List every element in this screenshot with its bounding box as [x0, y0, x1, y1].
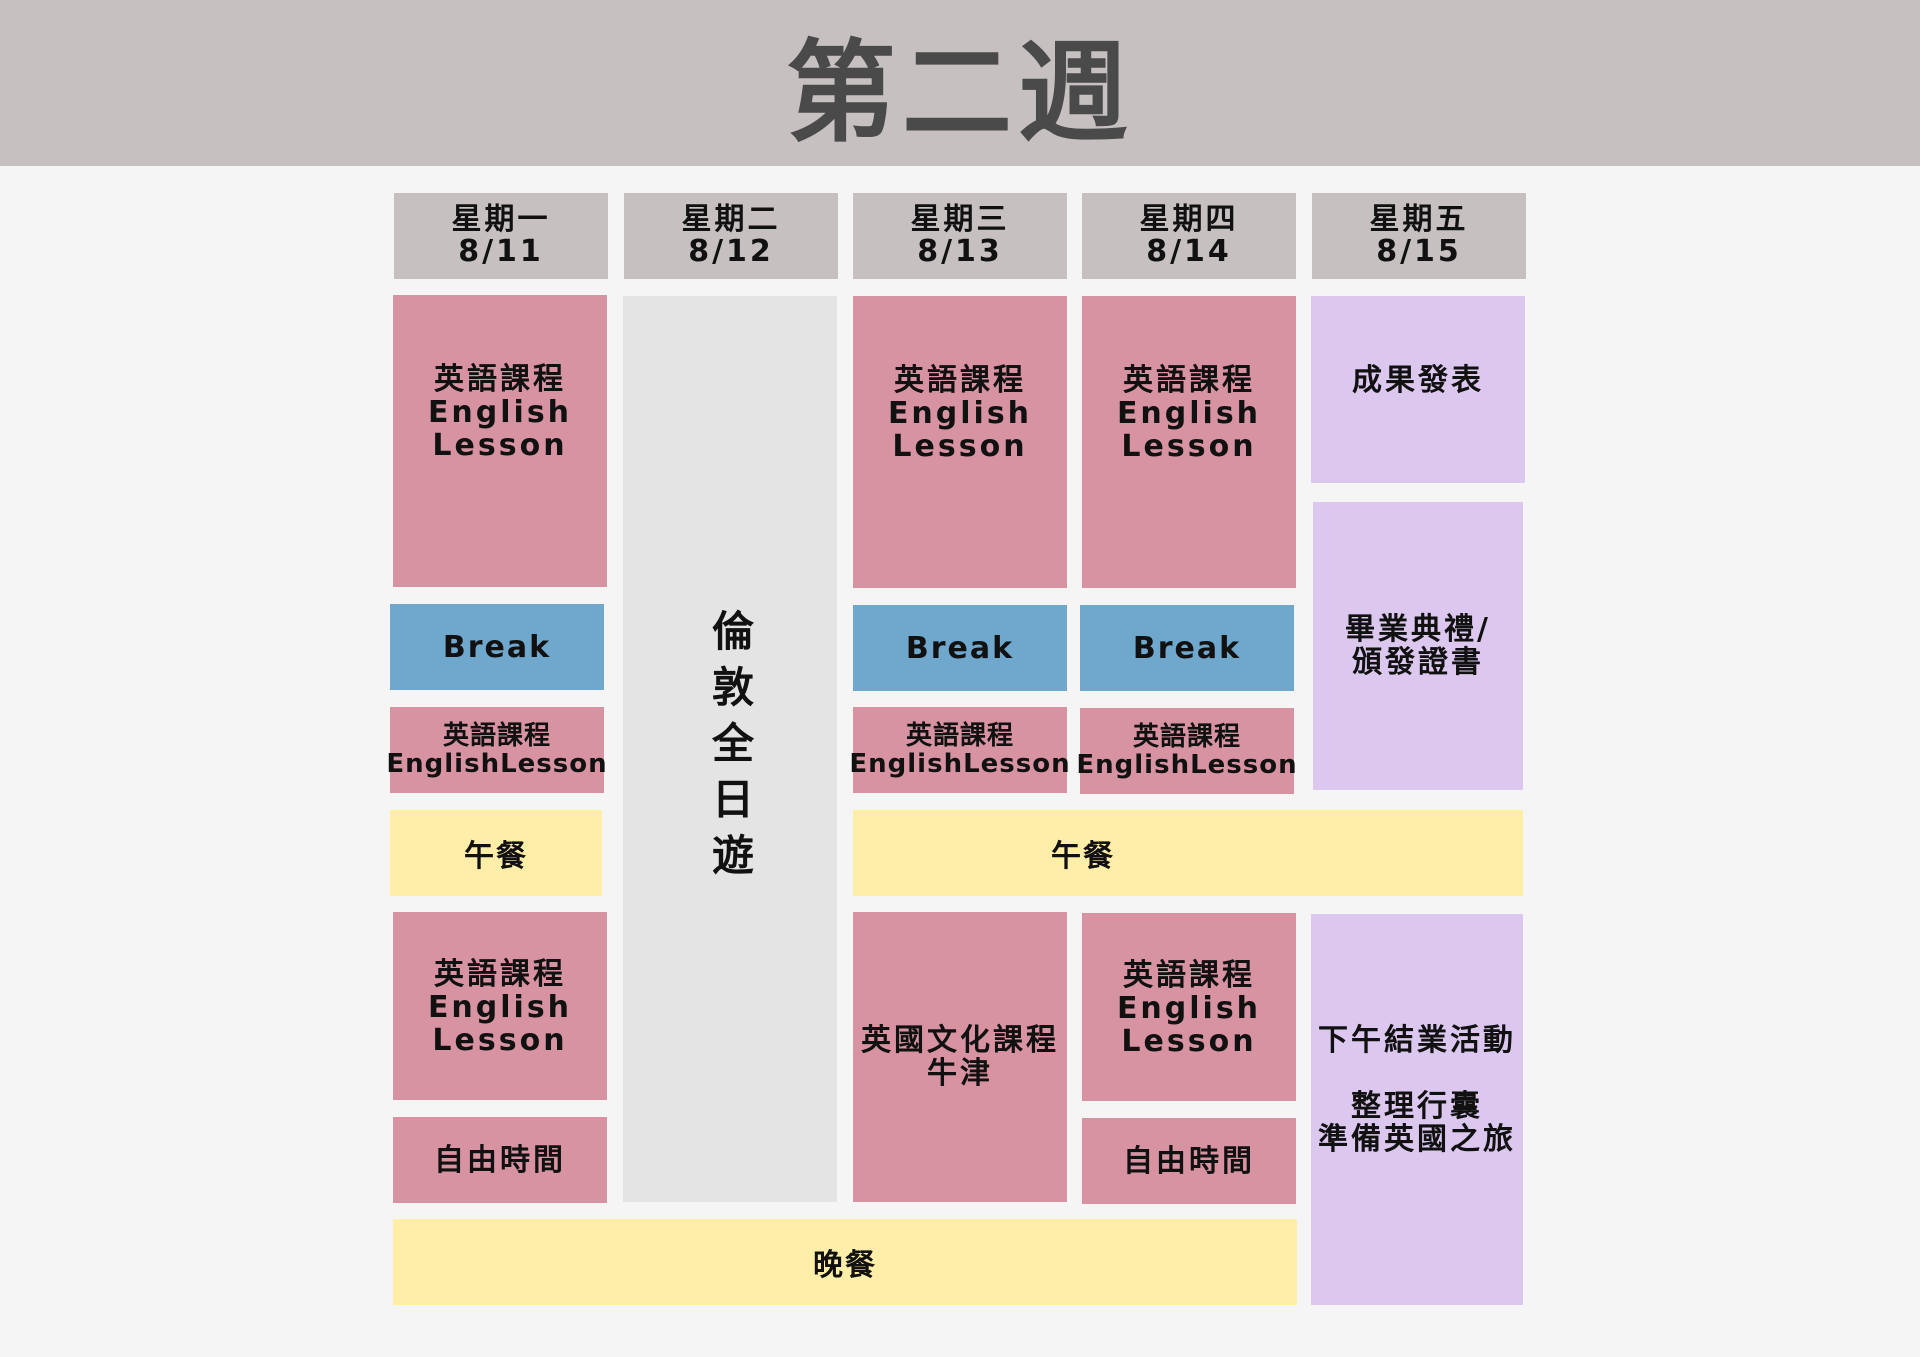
thu-break: Break — [1080, 605, 1294, 691]
day-header-fri: 星期五 8/15 — [1312, 193, 1526, 279]
mon-lesson-3: 英語課程 English Lesson — [393, 912, 607, 1100]
wed-lesson-2: 英語課程 EnglishLesson — [849, 707, 1070, 793]
tue-london-day-trip: 倫敦全日遊 — [623, 296, 837, 1202]
page-title: 第二週 — [786, 29, 1134, 157]
wed-lesson-1: 英語課程 English Lesson — [853, 296, 1067, 588]
day-header-tue: 星期二 8/12 — [624, 193, 838, 279]
wed-break: Break — [853, 605, 1067, 691]
fri-closing-activities: 下午結業活動 整理行囊 準備英國之旅 — [1311, 914, 1523, 1305]
fri-graduation-ceremony: 畢業典禮/ 頒發證書 — [1313, 502, 1523, 790]
day-header-wed: 星期三 8/13 — [853, 193, 1067, 279]
header-bar — [0, 0, 1920, 166]
day-header-mon: 星期一 8/11 — [394, 193, 608, 279]
thu-lesson-1: 英語課程 English Lesson — [1082, 296, 1296, 588]
mon-free-time: 自由時間 — [393, 1117, 607, 1203]
fri-presentation: 成果發表 — [1311, 296, 1525, 483]
thu-lesson-2: 英語課程 EnglishLesson — [1076, 708, 1297, 794]
thu-free-time: 自由時間 — [1082, 1118, 1296, 1204]
mon-lesson-2: 英語課程 EnglishLesson — [386, 707, 607, 793]
mon-lesson-1: 英語課程 English Lesson — [393, 295, 607, 587]
dinner: 晚餐 — [393, 1219, 1297, 1305]
wed-fri-lunch: 午餐 — [853, 810, 1523, 896]
day-header-thu: 星期四 8/14 — [1082, 193, 1296, 279]
wed-culture-course: 英國文化課程 牛津 — [853, 912, 1067, 1202]
thu-lesson-3: 英語課程 English Lesson — [1082, 913, 1296, 1101]
mon-lunch: 午餐 — [390, 810, 602, 896]
mon-break: Break — [390, 604, 604, 690]
